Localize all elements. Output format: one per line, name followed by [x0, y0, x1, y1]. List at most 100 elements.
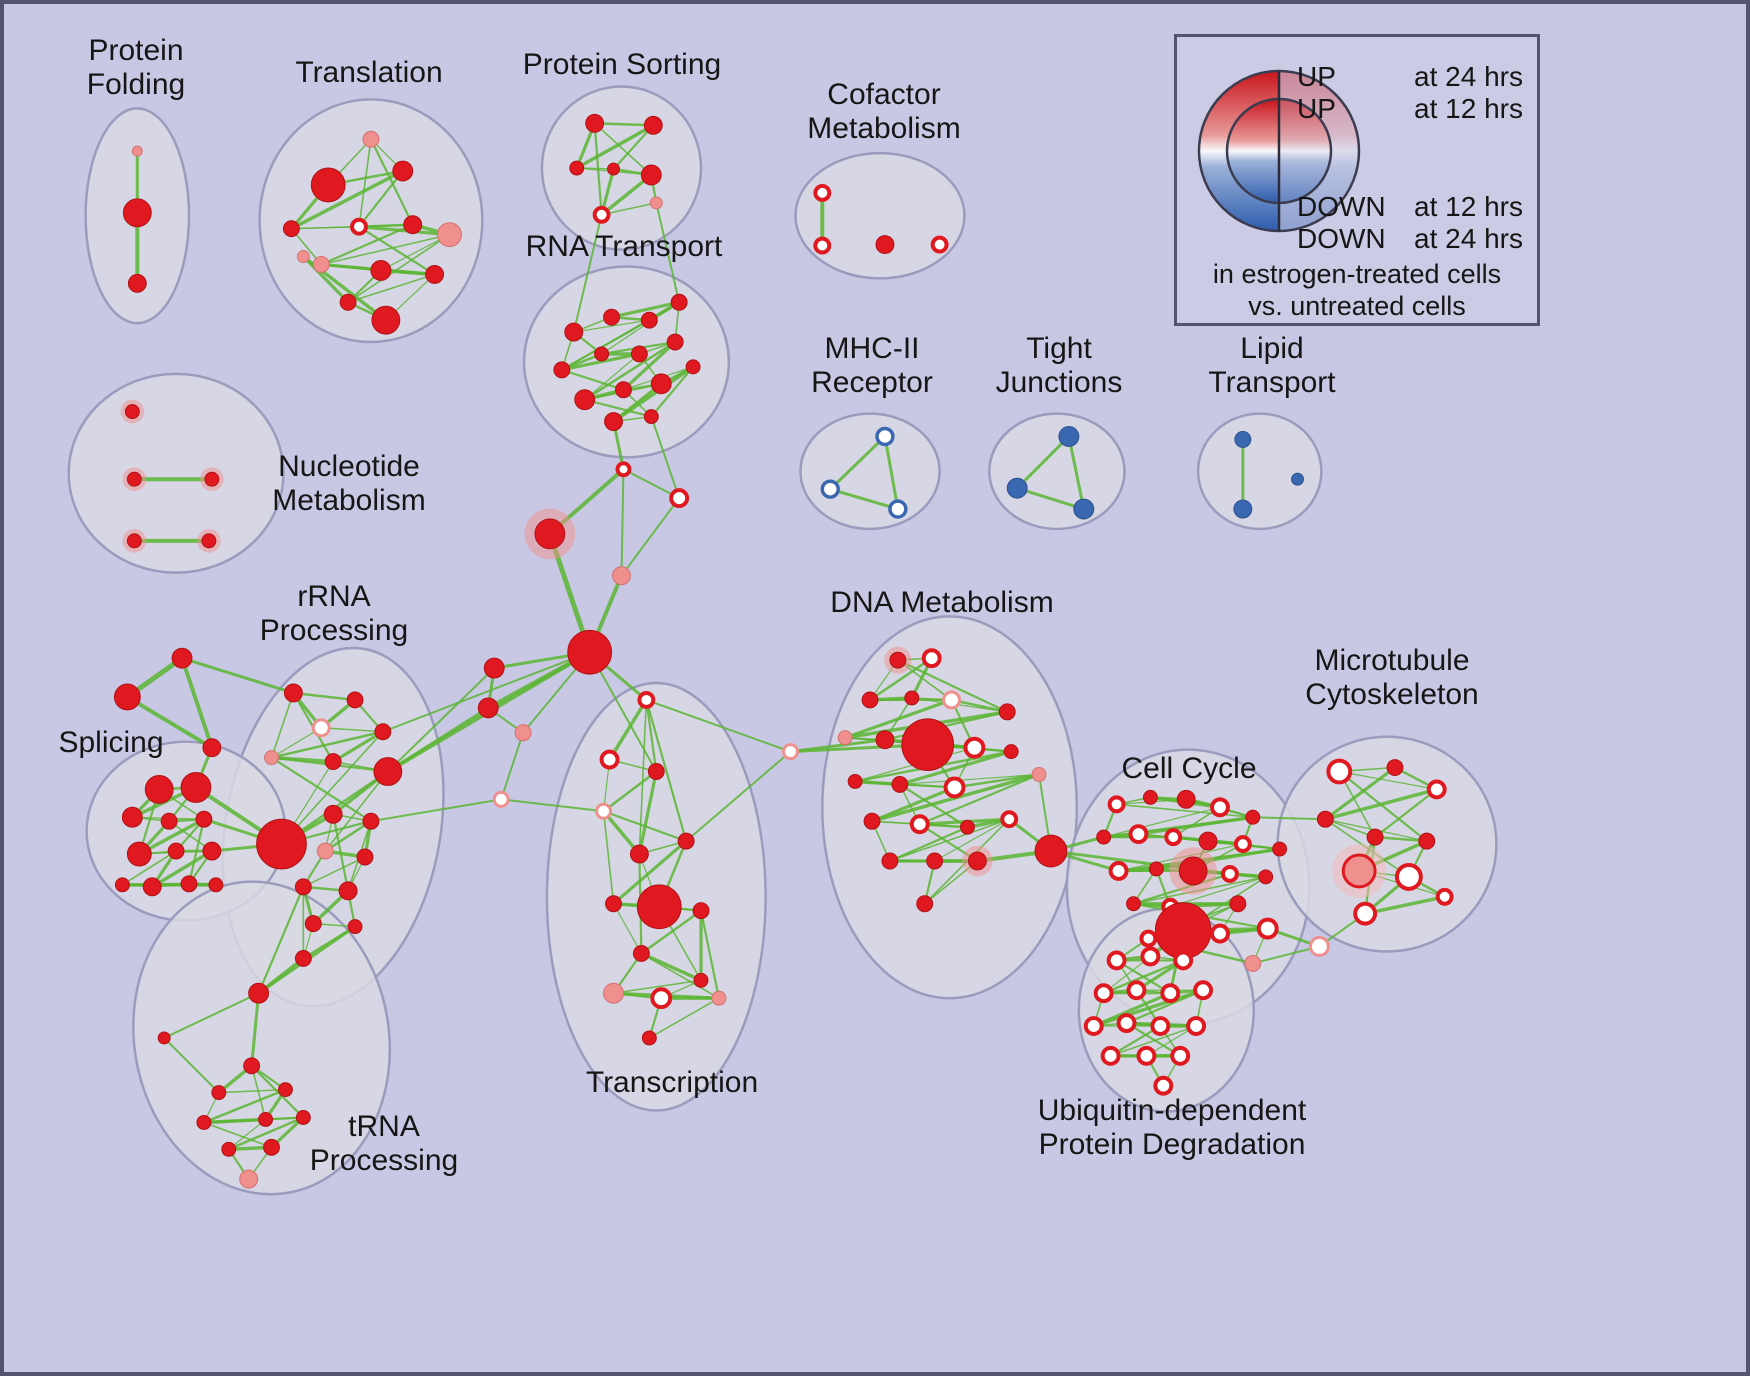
network-node [612, 566, 631, 586]
network-node [889, 651, 907, 669]
network-edge [612, 124, 655, 170]
network-node [604, 412, 623, 432]
network-node [916, 895, 934, 913]
network-node [403, 215, 423, 235]
network-edge [603, 810, 687, 843]
network-edge [1110, 1025, 1197, 1057]
network-edge [293, 691, 356, 702]
network-edge [1125, 1022, 1181, 1057]
network-edge [387, 667, 495, 773]
network-node [847, 773, 863, 789]
network-edge [370, 798, 502, 823]
network-edge [203, 1121, 272, 1149]
network-diagram [67, 85, 1498, 1196]
network-node [863, 812, 881, 830]
network-node [204, 471, 220, 487]
network-edge [1252, 816, 1326, 821]
network-edge [1103, 959, 1184, 995]
network-edge [1324, 787, 1438, 821]
network-node [296, 250, 310, 263]
network-node [637, 690, 656, 709]
network-node [595, 802, 613, 820]
network-edge [883, 436, 900, 510]
network-edge [584, 353, 640, 401]
network-node [669, 488, 690, 509]
network-edge [1338, 770, 1428, 842]
network-node [1164, 828, 1183, 847]
network-edge [347, 273, 435, 303]
network-node [574, 389, 596, 411]
network-node [1093, 983, 1114, 1004]
network-node [1150, 1016, 1171, 1036]
network-node [347, 919, 363, 935]
network-edge [594, 122, 654, 127]
legend-down-24-label: DOWN [1297, 223, 1386, 254]
network-edge [151, 849, 213, 889]
network-node [243, 1057, 261, 1075]
network-node [711, 990, 727, 1006]
network-edge [303, 856, 366, 888]
network-edge [1016, 435, 1070, 490]
network-node [113, 683, 141, 711]
network-node [569, 160, 585, 176]
network-node [180, 875, 198, 893]
network-node [1107, 795, 1126, 814]
network-node [921, 648, 942, 669]
network-node [875, 426, 895, 447]
network-node [1353, 901, 1378, 926]
network-node [891, 775, 909, 793]
network-node [1096, 829, 1112, 845]
network-node [640, 164, 662, 186]
network-edge [501, 798, 604, 813]
network-node [567, 629, 613, 675]
network-edge [380, 234, 450, 271]
network-edge [608, 699, 648, 761]
network-node [126, 471, 142, 487]
network-node [1210, 923, 1230, 944]
network-node [263, 1138, 280, 1156]
network-node [1308, 936, 1330, 957]
network-node [294, 878, 312, 896]
network-edge [1324, 766, 1396, 821]
network-node [901, 718, 955, 772]
network-edge [1103, 806, 1221, 838]
network-edge [387, 706, 490, 773]
legend-gradient-circle-icon [1197, 69, 1361, 233]
network-edge [613, 903, 642, 954]
network-node [1170, 1045, 1191, 1066]
network-node [1426, 779, 1447, 800]
network-edge [575, 123, 655, 170]
network-edge [600, 173, 653, 217]
network-edge [1093, 988, 1204, 1028]
network-edge [899, 773, 1040, 786]
network-node [264, 750, 279, 766]
network-edge [648, 997, 720, 1039]
network-node [963, 736, 986, 759]
network-edge [1016, 486, 1085, 511]
network-node [1126, 980, 1147, 1001]
network-edge [620, 497, 680, 577]
network-node [1326, 758, 1353, 785]
network-edge [121, 850, 177, 886]
network-node [1233, 835, 1252, 854]
network-node [371, 305, 401, 335]
network-node [629, 844, 649, 864]
network-node [603, 308, 620, 326]
network-node [837, 730, 853, 746]
cluster-ellipse [799, 412, 941, 531]
network-node [374, 723, 392, 741]
network-edge [602, 770, 658, 813]
network-node [636, 884, 682, 930]
network-node [1386, 759, 1404, 776]
network-node [1394, 862, 1423, 891]
network-node [1341, 853, 1377, 889]
network-node [564, 322, 584, 342]
network-node [124, 404, 140, 420]
network-edge [203, 1088, 286, 1124]
network-node [813, 183, 832, 202]
network-node [677, 832, 695, 850]
network-node [1198, 831, 1218, 851]
cluster-ellipse [540, 85, 703, 251]
network-node [967, 851, 987, 871]
network-node [171, 647, 193, 669]
